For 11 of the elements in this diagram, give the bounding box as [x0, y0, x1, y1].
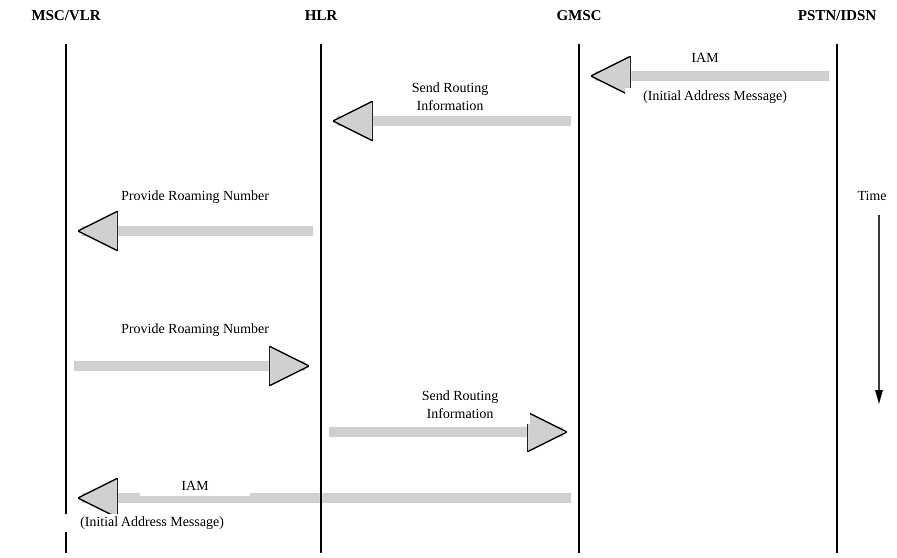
block-arrow [77, 210, 313, 252]
message-label: Provide Roaming Number [120, 188, 270, 206]
message-label: Provide Roaming Number [120, 321, 270, 339]
block-arrow [329, 411, 568, 453]
block-arrow [74, 345, 310, 387]
participant-label: PSTN/IDSN [796, 8, 878, 25]
block-arrow [332, 100, 571, 142]
participant-label: GMSC [556, 8, 602, 25]
participant-label: HLR [304, 8, 338, 25]
message-label: IAM [140, 478, 250, 496]
participant-label: MSC/VLR [30, 8, 102, 25]
